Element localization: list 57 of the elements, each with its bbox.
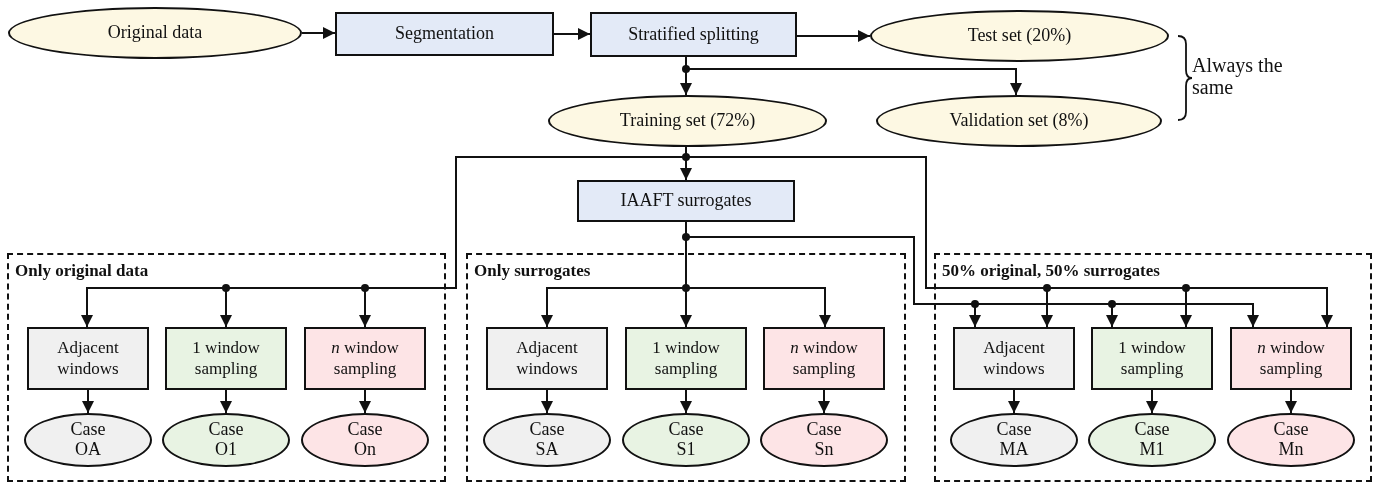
node-label: IAAFT surrogates: [619, 190, 753, 212]
node-label: Case SA: [528, 420, 566, 460]
node-label: 1 window sampling: [651, 338, 721, 379]
process-box: [486, 327, 608, 390]
node-label: n window sampling: [330, 338, 400, 379]
arrow: [1008, 389, 1020, 414]
node-label: Adjacent windows: [982, 338, 1046, 379]
process-box: [763, 327, 885, 390]
node-label: Case O1: [207, 420, 245, 460]
node-label: Stratified splitting: [627, 23, 760, 46]
arrow: [541, 389, 553, 414]
arrow: [685, 56, 1022, 96]
process-box: [335, 12, 554, 56]
arrow: [1285, 389, 1297, 414]
process-box: [1230, 327, 1352, 390]
node-label: Case OA: [69, 420, 107, 460]
process-box: [27, 327, 149, 390]
process-box: [625, 327, 747, 390]
arrow: [359, 389, 371, 414]
arrow: [1146, 389, 1158, 414]
node-label: Segmentation: [394, 23, 495, 45]
arrow: [796, 30, 871, 42]
node-label: Case MA: [995, 420, 1033, 460]
group-title: Only surrogates: [474, 261, 591, 281]
arrow: [301, 27, 336, 39]
node-label: n window sampling: [1256, 338, 1326, 379]
node-label: Case S1: [667, 420, 705, 460]
node-label: Case M1: [1133, 420, 1171, 460]
node-label: Adjacent windows: [515, 338, 579, 379]
node-label: 1 window sampling: [191, 338, 261, 379]
node-label: Validation set (8%): [948, 110, 1090, 132]
arrow: [680, 389, 692, 414]
node-label: Case Mn: [1272, 420, 1310, 460]
arrow: [220, 389, 232, 414]
process-box: [577, 180, 795, 222]
node-label: Training set (72%): [618, 110, 757, 132]
process-box: [304, 327, 426, 390]
process-box: [1091, 327, 1213, 390]
note-text: Always the same: [1192, 54, 1284, 98]
group-frame: [934, 253, 1372, 482]
arrow: [553, 28, 591, 40]
node-label: 1 window sampling: [1117, 338, 1187, 379]
node-label: n window sampling: [789, 338, 859, 379]
group-title: Only original data: [15, 261, 149, 281]
process-box: [590, 12, 797, 57]
process-box: [165, 327, 287, 390]
group-frame: [466, 253, 906, 482]
node-label: Original data: [106, 22, 204, 44]
node-label: Test set (20%): [966, 25, 1073, 47]
process-box: [953, 327, 1075, 390]
group-frame: [7, 253, 446, 482]
node-label: Case Sn: [805, 420, 843, 460]
group-title: 50% original, 50% surrogates: [942, 261, 1160, 281]
node-label: Adjacent windows: [56, 338, 120, 379]
node-label: Case On: [346, 420, 384, 460]
arrow: [818, 389, 830, 414]
arrow: [82, 389, 94, 414]
